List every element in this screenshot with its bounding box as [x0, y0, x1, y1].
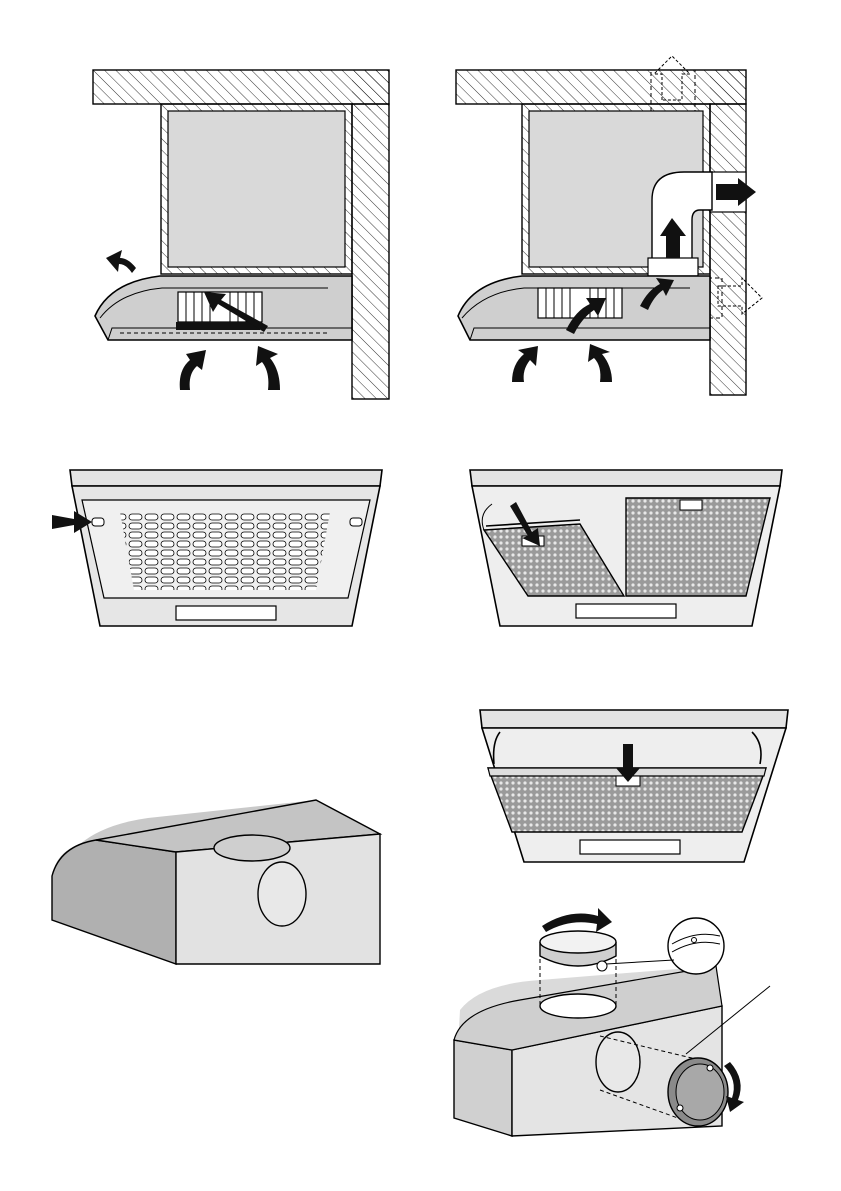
- diagram-recirculation-mode: [93, 70, 389, 399]
- hood-front-curve: [52, 840, 176, 964]
- side-outlet: [258, 862, 306, 926]
- filter-slots: [120, 512, 330, 590]
- light-cover: [176, 606, 276, 620]
- airflow-in-arrow: [512, 346, 538, 382]
- filter-latch: [350, 518, 362, 526]
- top-outlet: [214, 835, 290, 861]
- rotate-arrow: [542, 908, 612, 932]
- detail-magnifier: [668, 918, 724, 974]
- diagram-charcoal-filter-install: [480, 710, 788, 862]
- diagram-hood-outlets: [52, 800, 380, 964]
- airflow-out-arrow: [106, 250, 136, 273]
- diagram-duct-flange-install: [454, 908, 770, 1136]
- top-opening: [540, 994, 616, 1018]
- carbon-filter-right: [626, 498, 770, 596]
- filter-bar: [176, 322, 260, 330]
- diagram-grease-filter: [52, 470, 382, 626]
- airflow-in-arrow: [588, 344, 612, 382]
- filter-latch: [92, 518, 104, 526]
- hood-front: [454, 1040, 512, 1136]
- wall: [352, 104, 389, 399]
- airflow-in-arrow: [256, 346, 280, 390]
- ceiling: [93, 70, 389, 104]
- wall: [710, 104, 746, 395]
- ceiling: [456, 70, 746, 104]
- side-opening: [596, 1032, 640, 1092]
- airflow-in-arrow: [180, 350, 206, 390]
- diagram-carbon-filter-panels: [470, 470, 782, 626]
- diagram-extraction-mode: [456, 56, 762, 395]
